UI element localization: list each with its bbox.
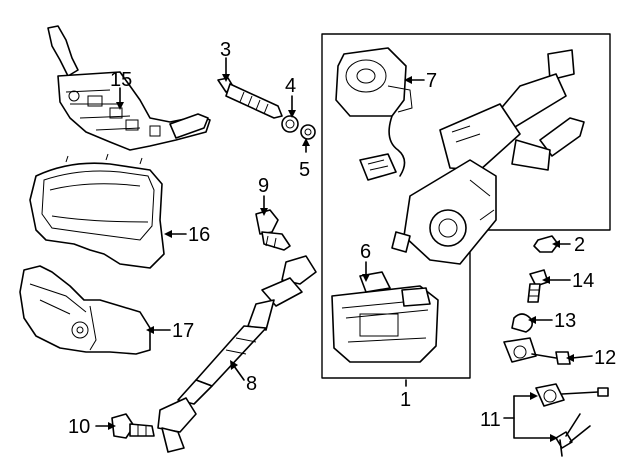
part-6-control-module [331,271,439,363]
callout-14: 14 [572,270,594,292]
callout-17: 17 [172,320,194,342]
callout-15: 15 [110,69,132,91]
callout-5: 5 [299,159,310,181]
callout-11: 11 [480,409,501,431]
callout-10: 10 [68,416,90,438]
part-12-sensor [503,337,571,365]
part-3-bolt [217,77,283,119]
part-2-nut [533,235,559,253]
part-14-bolt [527,269,549,303]
part-11-key-set [535,383,609,457]
callout-1: 1 [400,389,411,411]
part-16-instrument-cluster [29,153,165,269]
callout-6: 6 [360,241,371,263]
leader-lines [95,57,593,442]
part-5-washer [300,124,316,140]
part-17-column-shroud [19,265,151,355]
callout-7: 7 [426,70,437,92]
part-7-key-reader [335,47,413,181]
callout-12: 12 [594,347,616,369]
part-4-washer [281,115,299,133]
callout-3: 3 [220,39,231,61]
callout-9: 9 [258,175,269,197]
part-9-bolt [255,209,291,251]
callout-16: 16 [188,224,210,246]
callout-8: 8 [246,373,257,395]
part-8-intermediate-shaft [157,255,317,453]
part-15-combination-switch [47,25,211,151]
callout-4: 4 [285,75,296,97]
callout-2: 2 [574,234,585,256]
callout-13: 13 [554,310,576,332]
part-13-clip [511,313,534,333]
part-1-steering-column [391,49,585,265]
part-10-bolt [111,413,155,439]
